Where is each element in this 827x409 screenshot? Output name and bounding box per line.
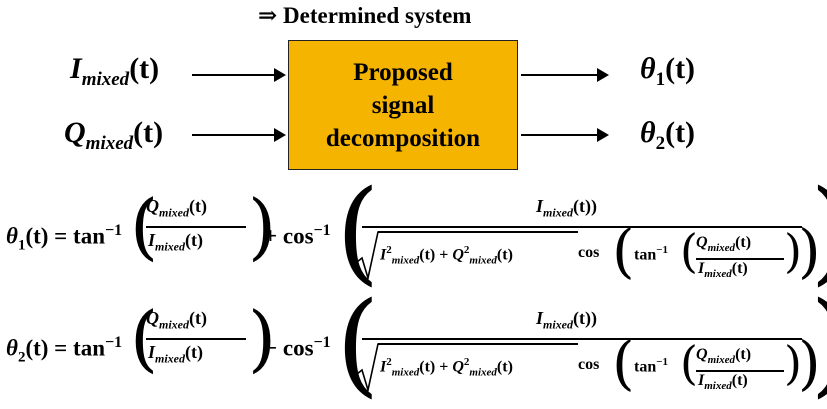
- arrow-input-i: [192, 68, 286, 82]
- eq1-frac1-num: Qmixed(t): [146, 196, 207, 220]
- eq1-sqrt: [356, 231, 380, 282]
- diagram-title: ⇒ Determined system: [258, 3, 472, 28]
- eq1-inner-cos: cos: [578, 244, 600, 261]
- eq2-big-bar: [362, 338, 802, 340]
- eq2-inner-cos: cos: [578, 356, 600, 373]
- signal-decomposition-box: Proposed signal decomposition: [288, 40, 518, 170]
- output-theta1: θ1(t): [640, 52, 696, 90]
- equation-theta2: θ2(t) = tan−1 ( Qmixed(t) Imixed(t) ) − …: [6, 279, 827, 409]
- eq2-lhs: θ2(t) = tan−1: [6, 334, 123, 366]
- input-q-mixed: Qmixed(t): [64, 116, 164, 154]
- eq2-frac1-den: Imixed(t): [148, 342, 203, 366]
- output-theta2: θ2(t): [640, 116, 696, 154]
- eq2-sign-cos: − cos−1: [264, 334, 331, 361]
- eq2-big-num: Imixed(t)): [536, 308, 597, 332]
- eq1-lhs: θ1(t) = tan−1: [6, 222, 123, 254]
- eq2-inner-tan: tan−1: [634, 356, 669, 376]
- box-label: Proposed signal decomposition: [325, 58, 481, 152]
- input-i-mixed: Imixed(t): [70, 52, 160, 90]
- equation-theta1: θ1(t) = tan−1 ( Qmixed(t) Imixed(t) ) + …: [6, 167, 827, 297]
- eq1-sign-cos: + cos−1: [264, 222, 331, 249]
- arrow-input-q: [192, 128, 286, 142]
- eq1-big-num: Imixed(t)): [536, 196, 597, 220]
- eq2-frac1-num: Qmixed(t): [146, 308, 207, 332]
- eq2-sqrt: [356, 343, 380, 394]
- arrow-output-theta2: [521, 128, 609, 142]
- eq1-sqrt-content: I2mixed(t) + Q2mixed(t): [380, 244, 513, 267]
- arrow-output-theta1: [521, 68, 609, 82]
- eq1-frac1-bar: [146, 226, 246, 228]
- eq2-frac1-bar: [146, 338, 246, 340]
- eq1-inner-tan: tan−1: [634, 244, 669, 264]
- eq1-frac1-den: Imixed(t): [148, 230, 203, 254]
- eq1-big-bar: [362, 226, 802, 228]
- eq2-sqrt-content: I2mixed(t) + Q2mixed(t): [380, 356, 513, 379]
